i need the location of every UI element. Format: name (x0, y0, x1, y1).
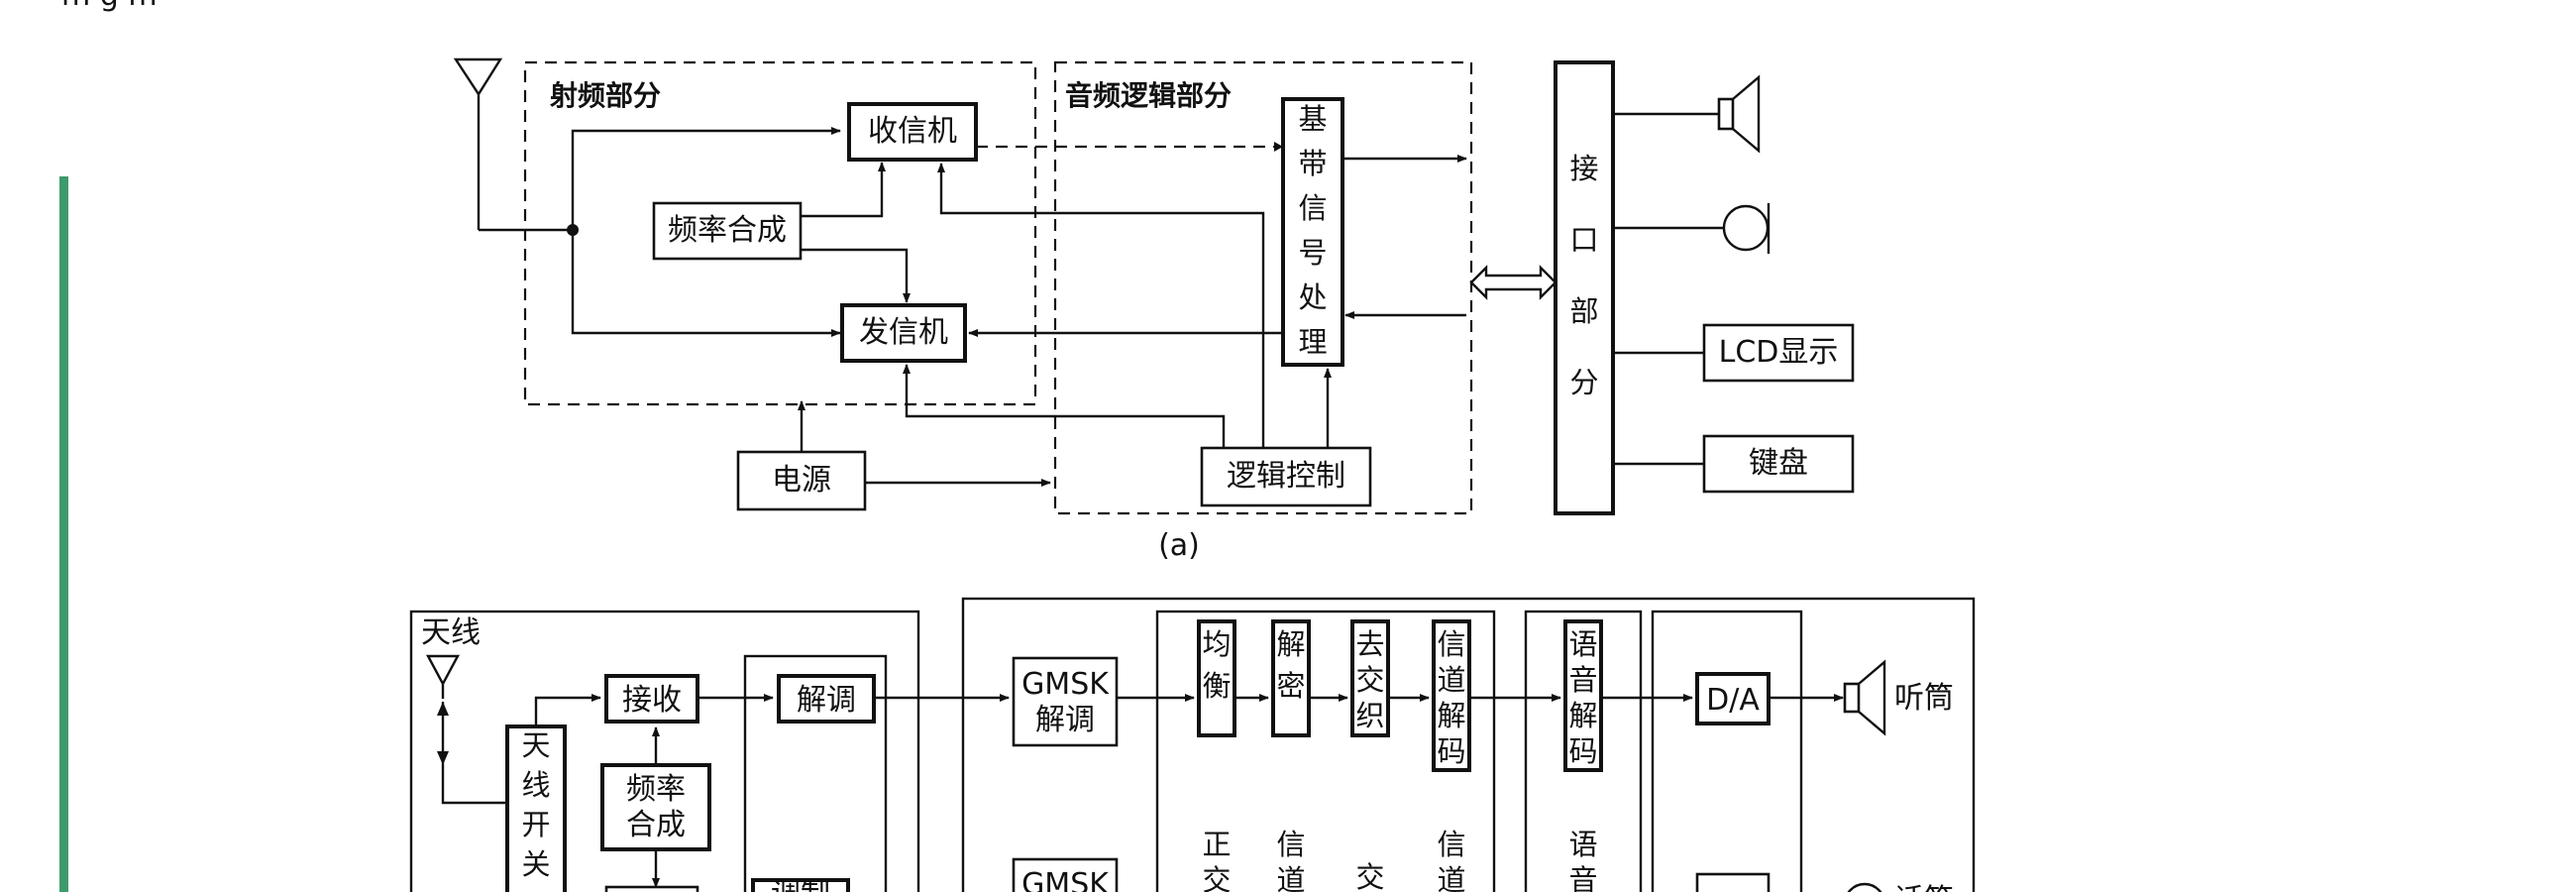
deinterleave-label: 去交织 (1355, 627, 1384, 732)
channel-label-2: 信道 (1437, 828, 1465, 892)
synth-to-receiver (801, 162, 886, 218)
receive-block (604, 674, 699, 724)
earpiece-icon (1843, 659, 1886, 736)
da-label: D/A (1706, 683, 1760, 718)
audio-logic-section-label: 音频逻辑部分 (1065, 79, 1232, 112)
da-block (1695, 672, 1771, 725)
da-frame (1651, 610, 1803, 892)
baseband-block (1281, 97, 1344, 367)
antenna-switch-label: 天线开关 (521, 728, 550, 881)
antenna-icon (425, 654, 461, 699)
mic-label: 话筒 (1894, 883, 1954, 892)
arrowhead (437, 702, 449, 716)
caption-a: (a) (1158, 528, 1200, 563)
power-label: 电源 (772, 463, 831, 498)
decrypt-block (1271, 619, 1311, 737)
interface-label: 接口部分 (1569, 152, 1598, 399)
speech-decode-block (1563, 619, 1603, 772)
antenna-to-switch (441, 765, 507, 805)
top-text-fragment: m g m (61, 0, 158, 13)
channel-decode-label: 信道解码 (1437, 627, 1465, 768)
speech-decode-label: 语音解码 (1568, 627, 1597, 768)
switch-to-receive (534, 694, 601, 726)
keyboard-block (1702, 434, 1855, 494)
rf-front-frame (409, 610, 920, 892)
demod-label: 解调 (797, 683, 856, 718)
channel-code-label: 信道 (1276, 828, 1305, 892)
demod-group-frame (743, 654, 888, 892)
microphone-icon-b (1847, 882, 1882, 892)
receive-label: 接收 (622, 683, 682, 718)
transmitter-block (840, 303, 967, 363)
receiver-block (847, 102, 978, 162)
power-block (736, 450, 867, 511)
freq-synth-label-b: 频率合成 (626, 772, 686, 842)
partial-block (604, 885, 699, 892)
speech-frame (1524, 610, 1643, 892)
ad-block-partial (1695, 872, 1771, 892)
gmsk-demod-block (1012, 656, 1119, 747)
orthogonal-label: 正交 (1202, 828, 1231, 892)
equalize-block (1197, 619, 1236, 737)
logic-to-receiver (937, 163, 1265, 448)
deinterleave-block (1350, 619, 1390, 737)
lcd-display-block (1702, 323, 1855, 383)
line-to-transmitter (571, 230, 841, 337)
processing-frame (1155, 610, 1496, 892)
lcd-display-label: LCD显示 (1719, 335, 1839, 370)
baseband-frame (961, 597, 1976, 892)
equalize-label: 均衡 (1202, 627, 1231, 703)
logic-to-transmitter (903, 364, 1226, 448)
microphone-icon (1722, 203, 1771, 254)
diagram-a: 射频部分 收信机 频率合成 发信机 音频逻辑部分 基带信号处理 逻辑控制 (453, 57, 1855, 563)
modulator-label: 调制 (771, 877, 830, 892)
gmsk-mod-block (1012, 857, 1119, 892)
antenna-label: 天线 (421, 615, 481, 650)
gmsk-mod-label: GMSK (1021, 867, 1110, 892)
modulator-block (751, 878, 850, 892)
synth-to-transmitter (801, 248, 911, 303)
rf-section-frame (523, 60, 1037, 406)
receiver-label: 收信机 (868, 114, 957, 149)
bidirectional-arrow (1469, 265, 1557, 300)
decrypt-label: 解密 (1276, 627, 1305, 703)
speech-code-label: 语音 (1568, 828, 1597, 892)
speaker-icon (1717, 74, 1761, 154)
keyboard-label: 键盘 (1749, 446, 1808, 481)
freq-synth-block (652, 201, 803, 261)
demod-block (777, 674, 876, 724)
channel-decode-block (1432, 619, 1471, 772)
rf-section-label: 射频部分 (549, 79, 661, 112)
arrowhead (437, 751, 449, 765)
earpiece-label: 听筒 (1894, 681, 1954, 716)
transmitter-label: 发信机 (859, 315, 948, 350)
arrowhead (1274, 142, 1283, 152)
interface-block (1554, 60, 1615, 515)
audio-logic-section-frame (1053, 60, 1473, 515)
freq-synth-label: 频率合成 (668, 213, 787, 248)
antenna-icon (453, 57, 503, 230)
accent-bar (59, 176, 68, 892)
line-to-receiver (571, 127, 841, 230)
baseband-label: 基带信号处理 (1298, 102, 1327, 359)
logic-control-label: 逻辑控制 (1227, 459, 1345, 494)
interleave-label: 交 (1355, 860, 1384, 892)
logic-control-block (1200, 446, 1372, 507)
